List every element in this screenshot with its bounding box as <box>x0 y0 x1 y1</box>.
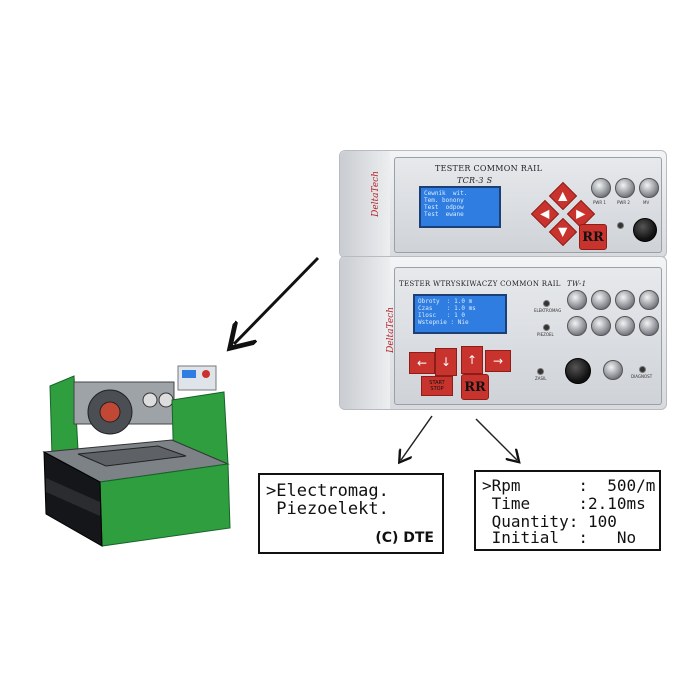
lcd-injector-type-menu: >Electromag. Piezoelekt. (C) DTE <box>258 473 444 554</box>
start-stop-label: START STOP <box>429 380 445 392</box>
lcd-test-parameters: >Rpm : 500/m Time :2.10ms Quantity: 100 … <box>474 470 661 551</box>
lower-tester-unit: DeltaTech TESTER WTRYSKIWACZY COMMON RAI… <box>339 256 667 410</box>
upper-keypad: ▲ ◀ ▶ ▼ RR <box>530 181 611 252</box>
upper-connector-3[interactable] <box>639 178 659 198</box>
upper-status-led <box>617 222 624 229</box>
bench-drawer-band <box>46 478 100 516</box>
lower-right-arrow-key[interactable]: → <box>485 350 511 372</box>
arrow-down-icon: ▼ <box>558 224 568 239</box>
lower-connector-5[interactable] <box>567 316 587 336</box>
lower-unit-side <box>340 257 390 409</box>
power-led <box>537 368 544 375</box>
upper-unit-title: TESTER COMMON RAIL <box>435 164 543 173</box>
lower-unit-title: TESTER WTRYSKIWACZY COMMON RAIL <box>399 280 561 288</box>
lower-screen-line-1: Obroty : 1.0 m <box>418 298 473 305</box>
test-bench-image <box>42 365 231 547</box>
lower-up-arrow-key[interactable]: ↑ <box>461 346 483 374</box>
lcd-left-line-2: Piezoelekt. <box>266 499 389 519</box>
lower-down-arrow-key[interactable]: ↓ <box>435 348 457 376</box>
piezo-label: PIEZOEL <box>537 332 554 337</box>
upper-connector-2[interactable] <box>615 178 635 198</box>
lower-connector-7[interactable] <box>615 316 635 336</box>
left-arrow-key[interactable]: ◀ <box>530 199 560 229</box>
lcd-left-line-1: >Electromag. <box>266 481 389 501</box>
lower-bottom-connector[interactable] <box>603 360 623 380</box>
lower-connector-2[interactable] <box>591 290 611 310</box>
upper-tester-unit: DeltaTech TESTER COMMON RAIL TCR-3 S Cew… <box>339 150 667 258</box>
down-arrow-key[interactable]: ▼ <box>548 217 578 247</box>
lower-connector-4[interactable] <box>639 290 659 310</box>
up-arrow-key[interactable]: ▲ <box>548 181 578 211</box>
upper-connector-label-1: PWR 1 <box>593 200 606 205</box>
lower-screen-line-2: Czas : 1.0 ms <box>418 305 476 312</box>
bench-top-box-screen <box>182 370 196 378</box>
arrow-to-left-lcd <box>401 415 433 460</box>
start-stop-button[interactable]: START STOP <box>421 376 453 396</box>
upper-connector-label-3: MV <box>643 200 650 205</box>
lower-screen-line-3: Ilosc : 1 0 <box>418 312 465 319</box>
lower-unit-screen: Obroty : 1.0 m Czas : 1.0 ms Ilosc : 1 0… <box>413 294 507 334</box>
lcd-right-line-2: Time :2.10ms <box>482 494 646 513</box>
lower-unit-model: TW-1 <box>567 280 587 288</box>
electromag-label: ELEKTROMAG <box>534 308 562 313</box>
upper-screen-line-3: Test odpow <box>424 204 464 211</box>
electromag-led <box>543 300 550 307</box>
upper-screen-line-1: Cewnik wit. <box>424 190 468 197</box>
arrow-to-right-lcd <box>475 418 517 460</box>
upper-unit-side <box>340 151 390 257</box>
upper-connector-label-2: PWR 2 <box>617 200 630 205</box>
upper-connector-1[interactable] <box>591 178 611 198</box>
lower-left-arrow-key[interactable]: ← <box>409 352 435 374</box>
power-label: ZASIL <box>535 376 547 381</box>
upper-control-knob[interactable] <box>633 218 657 242</box>
lcd-left-copyright: (C) DTE <box>375 530 434 546</box>
upper-rr-key[interactable]: RR <box>579 224 607 250</box>
arrow-left-icon: ← <box>416 356 428 370</box>
lower-connector-1[interactable] <box>567 290 587 310</box>
upper-screen-line-2: Tem. bonony <box>424 197 464 204</box>
bench-gauge-1 <box>142 392 158 408</box>
arrow-right-icon: → <box>492 354 504 368</box>
upper-unit-model: TCR-3 S <box>457 176 493 185</box>
lower-unit-faceplate: TESTER WTRYSKIWACZY COMMON RAIL TW-1 Obr… <box>394 267 662 405</box>
piezo-led <box>543 324 550 331</box>
bench-top-box-knob <box>202 370 210 378</box>
arrow-to-bench <box>234 256 320 344</box>
bench-flywheel-hub <box>99 401 121 423</box>
lower-connector-3[interactable] <box>615 290 635 310</box>
lower-rr-key[interactable]: RR <box>461 374 489 400</box>
upper-unit-faceplate: TESTER COMMON RAIL TCR-3 S Cewnik wit. T… <box>394 157 662 253</box>
upper-screen-line-4: Test ewane <box>424 211 464 218</box>
diag-label: DIAGNOST <box>631 374 653 379</box>
arrow-left-icon: ◀ <box>540 206 550 221</box>
upper-unit-screen: Cewnik wit. Tem. bonony Test odpow Test … <box>419 186 501 228</box>
upper-unit-brand: DeltaTech <box>371 171 381 217</box>
arrow-up-icon: ↑ <box>466 353 478 367</box>
lcd-right-line-4: Initial : No <box>482 528 637 547</box>
lower-control-knob[interactable] <box>565 358 591 384</box>
lower-screen-line-4: Wstepnie : Nie <box>418 319 469 326</box>
diag-led <box>639 366 646 373</box>
arrow-down-icon: ↓ <box>440 355 452 369</box>
lower-connector-6[interactable] <box>591 316 611 336</box>
bench-tray <box>77 445 187 467</box>
lower-connector-8[interactable] <box>639 316 659 336</box>
bench-gauge-2 <box>158 392 174 408</box>
lcd-right-line-1: >Rpm : 500/m <box>482 476 656 495</box>
arrow-right-icon: ▶ <box>576 206 586 221</box>
lcd-right-line-3: Quantity: 100 <box>482 512 617 531</box>
arrow-up-icon: ▲ <box>558 188 568 203</box>
